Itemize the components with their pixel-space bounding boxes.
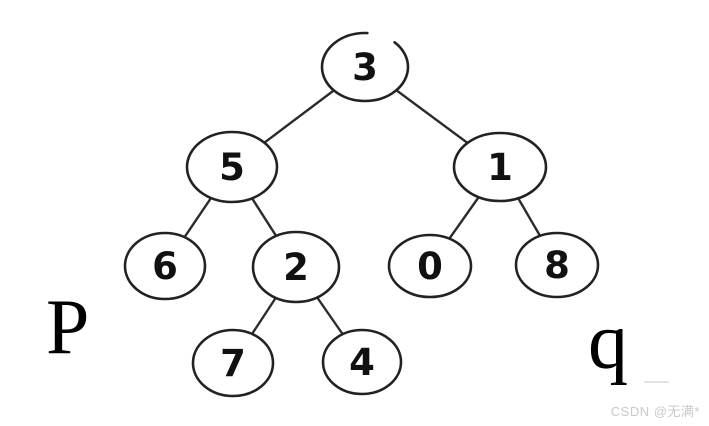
node-circle	[123, 231, 207, 301]
tree-node-1: 1	[452, 131, 548, 203]
node-value: 4	[349, 341, 375, 384]
tree-node-2: 2	[251, 230, 341, 304]
watermark: CSDN @无满*	[610, 404, 700, 419]
node-circle	[321, 328, 403, 396]
tree-node-6: 6	[123, 231, 207, 301]
node-value: 3	[352, 46, 378, 89]
node-circle	[452, 131, 548, 203]
node-value: 5	[219, 146, 245, 189]
label-p: P	[46, 283, 90, 370]
node-value: 6	[152, 245, 178, 288]
node-value: 0	[417, 245, 443, 288]
tree-node-7: 7	[191, 328, 275, 398]
node-value: 2	[283, 246, 309, 289]
tree-node-3: 3	[320, 31, 410, 103]
node-value: 1	[487, 146, 513, 189]
node-circle	[191, 328, 275, 398]
tree-node-5: 5	[185, 130, 279, 204]
scan-artifact-line	[644, 381, 669, 383]
node-circle	[387, 233, 473, 299]
label-q: q	[588, 298, 628, 386]
node-circle	[251, 230, 341, 304]
tree-node-0: 0	[387, 233, 473, 299]
node-circle	[320, 31, 410, 103]
tree-node-8: 8	[514, 231, 600, 299]
tree-edges	[164, 66, 559, 364]
node-circle	[185, 130, 279, 204]
node-value: 8	[544, 244, 570, 287]
node-circle	[514, 231, 600, 299]
tree-nodes: 3 5 1 6 2 0 8 7 4	[123, 31, 600, 398]
tree-node-4: 4	[321, 328, 403, 396]
node-value: 7	[220, 342, 246, 385]
